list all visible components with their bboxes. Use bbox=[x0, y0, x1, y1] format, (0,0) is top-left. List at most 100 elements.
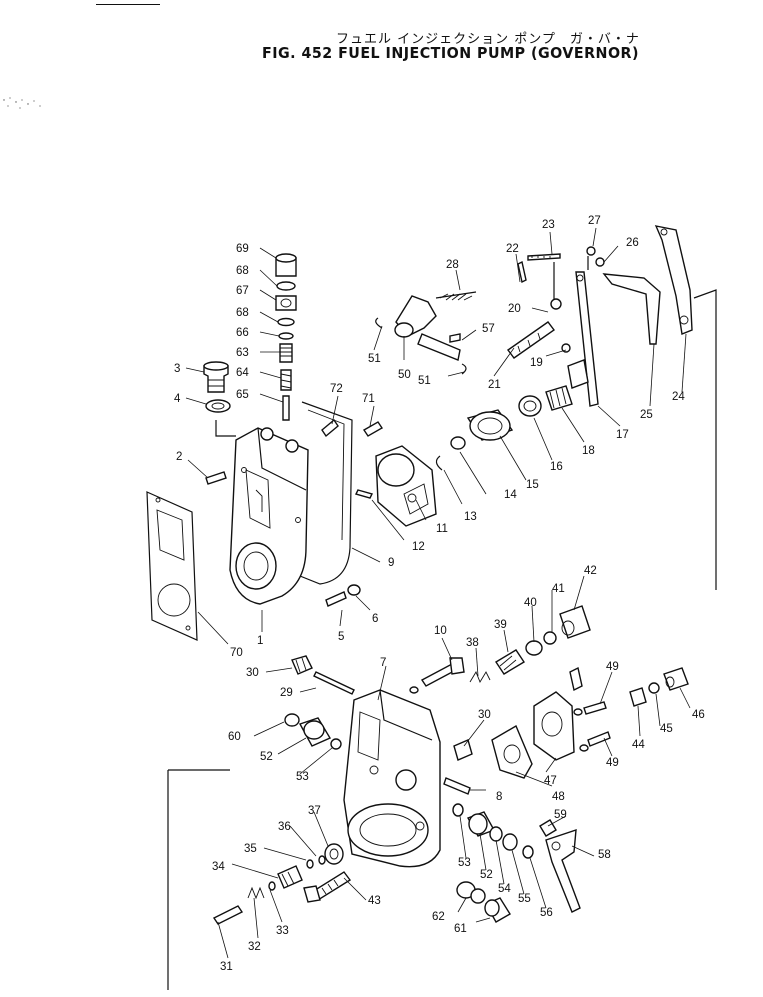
cap-nut-42 bbox=[559, 605, 591, 639]
callout-labels: 1 2 3 4 5 6 7 8 9 10 11 12 13 14 15 16 1… bbox=[174, 215, 705, 973]
callout-20: 20 bbox=[508, 303, 521, 315]
callout-53-right: 53 bbox=[458, 857, 471, 869]
callout-70: 70 bbox=[230, 647, 243, 659]
header-rule bbox=[96, 4, 160, 5]
screw-31 bbox=[212, 905, 244, 925]
lever-25 bbox=[602, 273, 661, 345]
washer-33 bbox=[268, 881, 276, 891]
spring-18 bbox=[545, 385, 573, 411]
pin-65 bbox=[282, 395, 290, 421]
snap-ring-51-lower bbox=[461, 363, 467, 375]
o-ring-53-left bbox=[330, 738, 342, 750]
cap-55 bbox=[502, 833, 518, 851]
callout-15: 15 bbox=[526, 479, 539, 491]
adjusting-screw-39 bbox=[495, 649, 525, 675]
callout-19: 19 bbox=[530, 357, 543, 369]
callout-62: 62 bbox=[432, 911, 445, 923]
callout-59: 59 bbox=[554, 809, 567, 821]
callout-24: 24 bbox=[672, 391, 685, 403]
callout-11: 11 bbox=[436, 523, 448, 535]
spring-38 bbox=[469, 670, 491, 684]
plate-47 bbox=[533, 691, 575, 761]
callout-53-left: 53 bbox=[296, 771, 309, 783]
washer-41 bbox=[543, 631, 557, 645]
plug-3 bbox=[203, 361, 229, 393]
bolt-59 bbox=[539, 819, 557, 837]
o-ring-68-upper bbox=[276, 281, 296, 291]
snap-ring-13 bbox=[435, 455, 443, 471]
bolt-5 bbox=[325, 591, 347, 607]
washer-19 bbox=[561, 343, 571, 353]
callout-36: 36 bbox=[278, 821, 291, 833]
nut-40 bbox=[525, 640, 543, 656]
callout-49-upper: 49 bbox=[606, 661, 619, 673]
callout-4: 4 bbox=[174, 393, 181, 405]
callout-33: 33 bbox=[276, 925, 289, 937]
washer-20 bbox=[550, 298, 562, 310]
pin-12 bbox=[354, 489, 374, 499]
callout-25: 25 bbox=[640, 409, 653, 421]
spring-32 bbox=[247, 886, 265, 900]
callout-47: 47 bbox=[544, 775, 557, 787]
callout-72: 72 bbox=[330, 383, 343, 395]
callout-7: 7 bbox=[380, 657, 386, 669]
washer-35 bbox=[306, 859, 314, 869]
callout-2: 2 bbox=[176, 451, 182, 463]
callout-12: 12 bbox=[412, 541, 425, 553]
bolt-10 bbox=[420, 657, 465, 687]
callout-6: 6 bbox=[372, 613, 378, 625]
callout-52-right: 52 bbox=[480, 869, 493, 881]
bearing-16 bbox=[518, 395, 542, 417]
bushing-14 bbox=[450, 436, 466, 450]
link-21 bbox=[507, 321, 555, 359]
callout-32: 32 bbox=[248, 941, 261, 953]
washer-small-1 bbox=[573, 708, 583, 716]
callout-28: 28 bbox=[446, 259, 459, 271]
callout-65: 65 bbox=[236, 389, 249, 401]
callout-54: 54 bbox=[498, 883, 511, 895]
snap-ring-51-upper bbox=[375, 317, 383, 329]
lever-17 bbox=[567, 271, 599, 407]
governor-housing-1 bbox=[229, 427, 309, 605]
screw-63 bbox=[279, 343, 293, 363]
cap-60 bbox=[284, 713, 300, 727]
control-lever-24 bbox=[654, 225, 693, 335]
washer-54 bbox=[489, 826, 503, 842]
callout-46: 46 bbox=[692, 709, 705, 721]
callout-9: 9 bbox=[388, 557, 394, 569]
cap-46 bbox=[663, 667, 689, 691]
callout-45: 45 bbox=[660, 723, 673, 735]
spring-28 bbox=[435, 291, 477, 301]
callout-42: 42 bbox=[584, 565, 597, 577]
washer-45 bbox=[648, 682, 660, 694]
callout-63: 63 bbox=[236, 347, 249, 359]
callout-68-upper: 68 bbox=[236, 265, 249, 277]
bolt-49-lower bbox=[587, 731, 611, 747]
nut-37 bbox=[324, 843, 344, 865]
japanese-title: フュエル インジェクション ポンプ ガ・バ・ナ bbox=[336, 32, 640, 47]
plug-61 bbox=[484, 897, 511, 923]
callout-14: 14 bbox=[504, 489, 517, 501]
gasket-70 bbox=[146, 491, 198, 641]
callout-58: 58 bbox=[598, 849, 611, 861]
callout-10: 10 bbox=[434, 625, 447, 637]
washer-26 bbox=[595, 257, 605, 267]
callout-60: 60 bbox=[228, 731, 241, 743]
scan-noise bbox=[3, 97, 41, 109]
callout-71: 71 bbox=[362, 393, 375, 405]
callout-1: 1 bbox=[257, 635, 263, 647]
nut-44 bbox=[629, 687, 647, 707]
washer-66 bbox=[278, 332, 294, 340]
callout-49-lower: 49 bbox=[606, 757, 619, 769]
callout-13: 13 bbox=[464, 511, 477, 523]
governor-cover-7 bbox=[343, 689, 441, 868]
bolt-72 bbox=[321, 418, 339, 438]
pin-22 bbox=[517, 260, 527, 284]
stop-lever-58 bbox=[545, 828, 581, 913]
callout-67: 67 bbox=[236, 285, 249, 297]
gasket-48 bbox=[491, 724, 533, 779]
callout-35: 35 bbox=[244, 843, 257, 855]
bolt-43 bbox=[303, 871, 352, 903]
callout-29: 29 bbox=[280, 687, 293, 699]
